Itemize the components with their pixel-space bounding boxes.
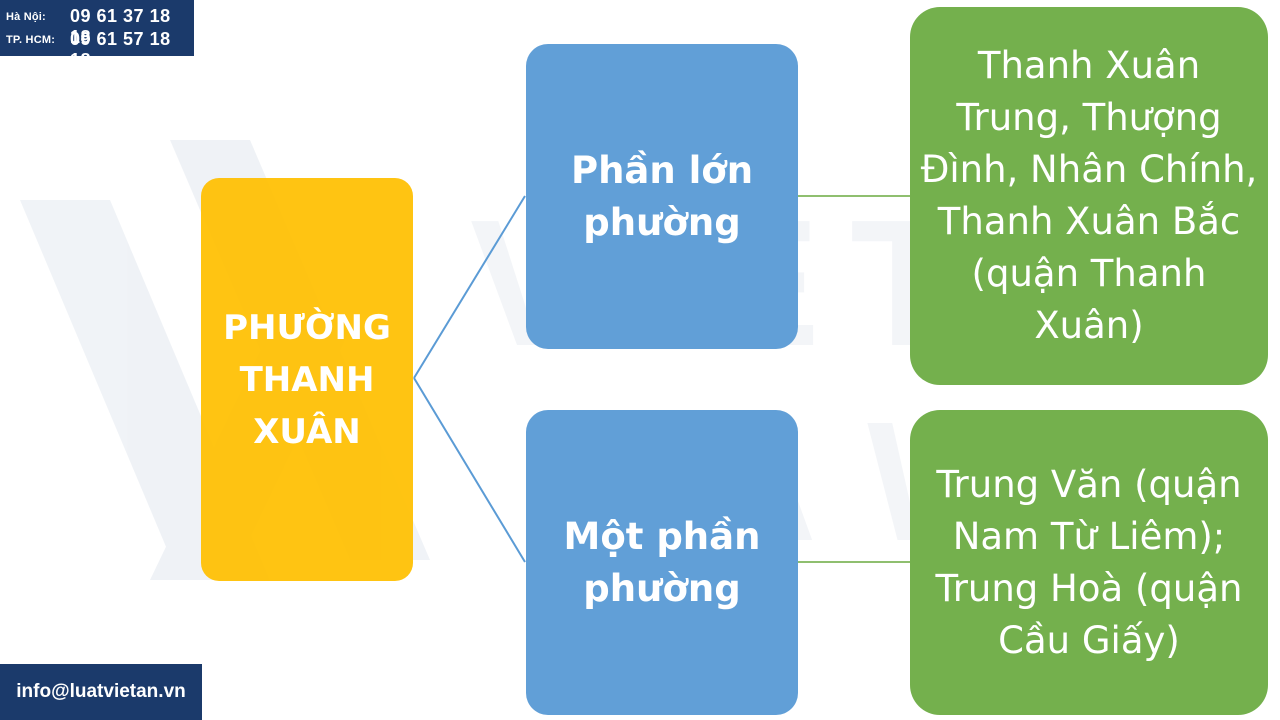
hanoi-label: Hà Nội: bbox=[6, 11, 46, 23]
branch-node-1: Phần lớn phường bbox=[526, 44, 798, 349]
hanoi-phone-number[interactable]: 09 61 37 18 18 bbox=[70, 6, 171, 47]
leaf-node-1: Thanh Xuân Trung, Thượng Đình, Nhân Chín… bbox=[910, 7, 1268, 385]
hcm-phone-row: TP. HCM: 09 61 57 18 18 bbox=[6, 29, 192, 70]
branch-node-2: Một phần phường bbox=[526, 410, 798, 715]
contact-email[interactable]: info@luatvietan.vn bbox=[0, 664, 202, 720]
leaf-node-2: Trung Văn (quận Nam Từ Liêm); Trung Hoà … bbox=[910, 410, 1268, 715]
hcm-phone-number[interactable]: 09 61 57 18 18 bbox=[70, 29, 171, 70]
connector-root-to-branch-1 bbox=[413, 195, 526, 379]
hanoi-phone-row: Hà Nội: 09 61 37 18 18 bbox=[6, 6, 192, 47]
contact-phone-panel: Hà Nội: 09 61 37 18 18 TP. HCM: 09 61 57… bbox=[0, 0, 194, 70]
hcm-label: TP. HCM: bbox=[6, 34, 56, 46]
connector-root-to-branch-2 bbox=[413, 377, 526, 563]
root-node: PHƯỜNG THANH XUÂN bbox=[201, 178, 413, 581]
